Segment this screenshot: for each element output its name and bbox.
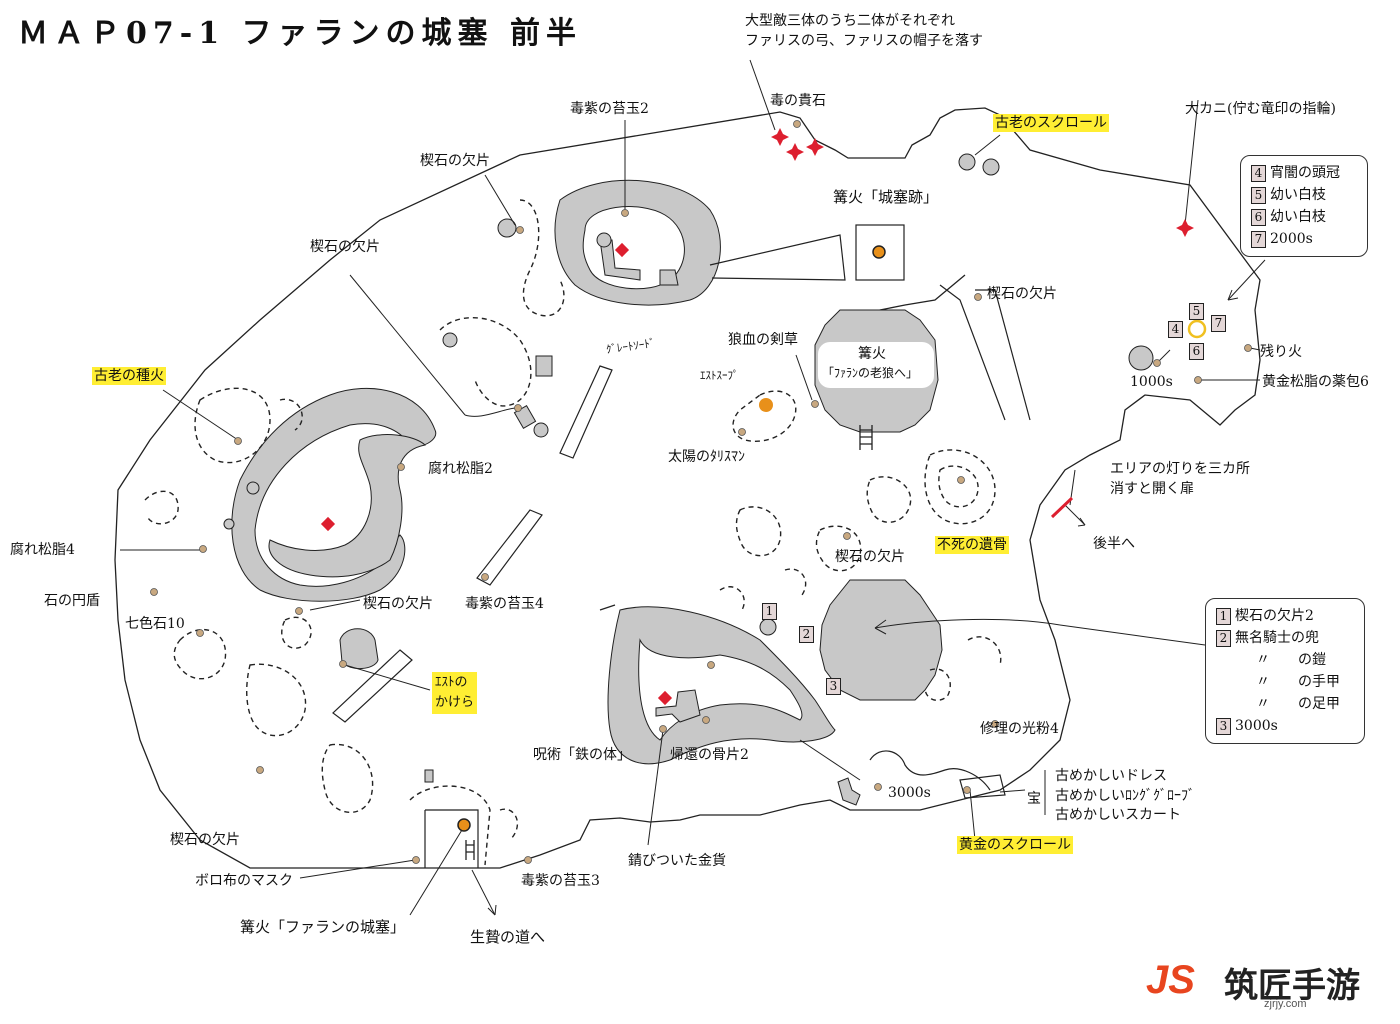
legend-bottom-row: 〃 の足甲 (1256, 696, 1340, 712)
label-enemy-drop-line1: 大型敵三体のうち二体がそれぞれ (745, 13, 955, 29)
label-area-lights-2: 消すと開く扉 (1110, 481, 1194, 497)
label-estus-shard-line1: ｴｽﾄの (435, 675, 468, 690)
label-old-gloves: 古めかしいﾛﾝｸﾞｸﾞﾛｰﾌﾞ (1055, 788, 1195, 804)
legend-bottom-row: 〃 の手甲 (1256, 674, 1340, 690)
label-souls-3000: 3000s (888, 785, 931, 801)
label-wolf-herb: 狼血の剣草 (728, 332, 798, 348)
label-undead-bone: 不死の遺骨 (935, 536, 1009, 554)
label-ember: 残り火 (1260, 344, 1302, 360)
label-old-dress: 古めかしいドレス (1055, 768, 1167, 784)
dashed-paths (144, 199, 1002, 866)
label-old-scroll: 古老のスクロール (993, 114, 1109, 132)
stairs (465, 425, 873, 860)
marker-2: 2 (799, 626, 814, 643)
label-rotten-pine-4: 腐れ松脂4 (10, 542, 75, 558)
label-wedge-bottom: 楔石の欠片 (170, 832, 240, 848)
label-souls-1000: 1000s (1130, 374, 1173, 390)
label-repair-powder: 修理の光粉4 (980, 721, 1059, 737)
label-moss-2: 毒紫の苔玉2 (570, 101, 649, 117)
label-rusted-coin: 錆びついた金貨 (628, 853, 726, 869)
marker-1: 1 (762, 603, 777, 620)
label-wedge-top: 楔石の欠片 (420, 153, 490, 169)
label-big-crab: 大カニ(佇む竜印の指輪) (1185, 101, 1336, 117)
watermark-url: zjrjy.com (1264, 998, 1307, 1010)
label-bonfire-fortress: 篝火「ファランの城塞」 (240, 918, 406, 936)
label-iron-body: 呪術「鉄の体」 (533, 747, 631, 763)
label-wedge-lower: 楔石の欠片 (363, 596, 433, 612)
marker-6: 6 (1189, 343, 1204, 360)
legend-bottom-row: 〃 の鎧 (1256, 652, 1326, 668)
label-poison-stone: 毒の貴石 (770, 93, 826, 109)
label-rotten-pine-2: 腐れ松脂2 (428, 461, 493, 477)
label-rainbow-stone: 七色石10 (125, 616, 185, 632)
bonfire-wolf-box (818, 342, 934, 388)
marker-5: 5 (1189, 303, 1204, 320)
label-estus-soup: ｴｽﾄｽｰﾌﾟ (700, 369, 739, 382)
label-treasure: 宝 (1027, 791, 1041, 807)
label-to-second-half: 後半へ (1093, 536, 1135, 552)
label-bonfire-ruins: 篝火「城塞跡」 (833, 188, 939, 206)
label-enemy-drop-line2: ファリスの弓、ファリスの帽子を落す (745, 33, 983, 49)
bonfire-markers (457, 245, 1207, 832)
walls (332, 224, 1031, 868)
label-sun-talisman: 太陽のﾀﾘｽﾏﾝ (668, 449, 745, 465)
label-wedge-right: 楔石の欠片 (987, 286, 1057, 302)
label-pine-bundle: 黄金松脂の薬包6 (1262, 374, 1369, 390)
label-moss-4: 毒紫の苔玉4 (465, 596, 544, 612)
label-bonfire-wolf-sub: 「ﾌｧﾗﾝの老狼へ」 (822, 366, 919, 380)
rock-formations (223, 153, 1154, 806)
label-estus-shard-line2: かけら (435, 695, 475, 710)
sealed-door (1050, 496, 1074, 519)
label-gold-scroll: 黄金のスクロール (957, 836, 1073, 854)
label-to-sacrifice: 生贄の道へ (470, 928, 546, 946)
label-homeward-bone: 帰還の骨片2 (670, 747, 749, 763)
label-elder-flame: 古老の種火 (92, 367, 166, 385)
item-dots (150, 120, 1252, 864)
marker-3: 3 (826, 678, 841, 695)
label-bonfire-wolf: 篝火 (858, 346, 886, 362)
leader-lines (120, 59, 1266, 916)
watermark: JS 筑匠手游 zjrjy.com (1146, 954, 1386, 1014)
marker-7: 7 (1211, 315, 1226, 332)
map-title: ＭＡＰ07-1 ファランの城塞 前半 (18, 16, 582, 51)
watermark-name: 筑匠手游 (1224, 966, 1360, 1006)
label-estus-shard: ｴｽﾄの かけら (432, 672, 478, 714)
label-old-skirt: 古めかしいスカート (1055, 807, 1181, 823)
label-rag-mask: ボロ布のマスク (195, 873, 293, 889)
label-moss-3: 毒紫の苔玉3 (521, 873, 600, 889)
watermark-logo-icon: JS (1146, 958, 1195, 1002)
label-stone-shield: 石の円盾 (44, 593, 100, 609)
marker-4: 4 (1168, 321, 1183, 338)
label-wedge-left: 楔石の欠片 (310, 239, 380, 255)
enemy-markers (320, 128, 1194, 706)
label-area-lights-1: エリアの灯りを三カ所 (1110, 461, 1250, 477)
label-wedge-mid: 楔石の欠片 (835, 549, 905, 565)
